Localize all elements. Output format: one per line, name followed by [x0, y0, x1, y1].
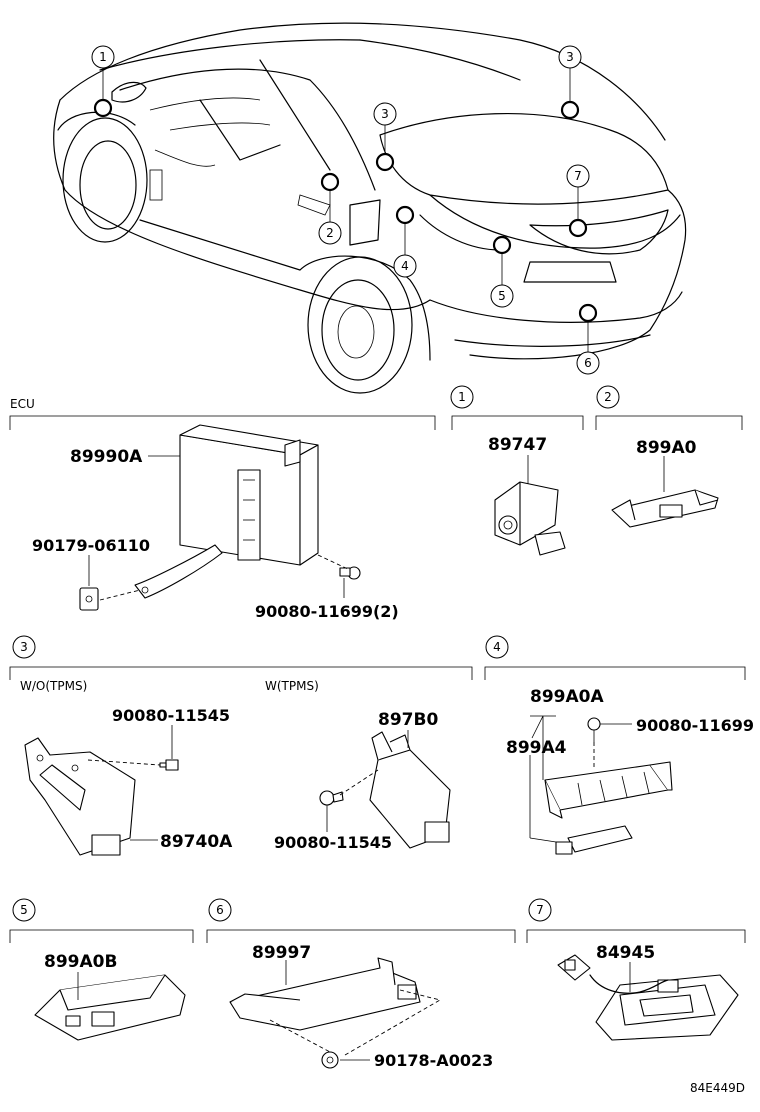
antenna-899A4	[555, 825, 633, 855]
part-number-897B0: 897B0	[378, 710, 438, 730]
callout-7: 7	[566, 164, 590, 188]
location-marker-4	[395, 205, 415, 225]
antenna-899A0A	[544, 761, 673, 819]
part-number-899A4: 899A4	[506, 738, 567, 758]
bolt-90080-11545-a	[159, 759, 179, 771]
callout-3a: 3	[373, 102, 397, 126]
sensor-89747	[494, 481, 566, 556]
callout-1: 1	[91, 45, 115, 69]
part-number-90080-11699: 90080-11699	[636, 716, 754, 735]
location-marker-2	[320, 172, 340, 192]
part-number-89740A: 89740A	[160, 832, 233, 852]
location-marker-1	[93, 98, 113, 118]
part-number-899A0B: 899A0B	[44, 952, 117, 972]
svg-text:1: 1	[99, 50, 107, 64]
section-ecu: ECU 89990A 9017	[9, 397, 436, 621]
svg-text:7: 7	[536, 903, 544, 917]
location-marker-3b	[560, 100, 580, 120]
svg-text:7: 7	[574, 169, 582, 183]
part-number-899A0A: 899A0A	[530, 687, 604, 707]
svg-text:6: 6	[216, 903, 224, 917]
callout-5: 5	[490, 284, 514, 308]
part-number-90080-11699-2: 90080-11699(2)	[255, 602, 399, 621]
location-marker-3a	[375, 152, 395, 172]
svg-text:1: 1	[458, 390, 466, 404]
variant-label-with-tpms: W(TPMS)	[265, 679, 319, 693]
section-3: 3 W/O(TPMS) W(TPMS) 90080-11545 89740A	[9, 635, 473, 856]
antenna-89997	[229, 957, 421, 1031]
front-wheel	[57, 111, 148, 243]
callout-6: 6	[576, 351, 600, 375]
part-number-90179-06110: 90179-06110	[32, 536, 150, 555]
location-marker-7	[568, 218, 588, 238]
clip-90178-A0023	[321, 1051, 339, 1069]
section-1: 1 89747	[450, 385, 584, 556]
location-marker-5	[492, 235, 512, 255]
part-number-84945: 84945	[596, 943, 655, 963]
section-6: 6 89997 90178-A0023	[206, 898, 516, 1070]
svg-text:5: 5	[20, 903, 28, 917]
sensor-899A0	[611, 489, 719, 528]
antenna-899A0B	[34, 974, 186, 1041]
part-number-90080-11545-b: 90080-11545	[274, 833, 392, 852]
svg-text:3: 3	[20, 640, 28, 654]
figure-code: 84E449D	[690, 1081, 745, 1095]
callout-3b: 3	[558, 45, 582, 69]
section-7: 7 84945	[526, 898, 746, 1041]
svg-text:6: 6	[584, 356, 592, 370]
receiver-897B0	[369, 731, 451, 849]
variant-label-without-tpms: W/O(TPMS)	[20, 679, 87, 693]
part-number-89997: 89997	[252, 943, 311, 963]
section-5: 5 899A0B	[9, 898, 194, 1041]
svg-text:4: 4	[493, 640, 501, 654]
receiver-89740A	[24, 737, 136, 856]
section-2: 2 899A0	[595, 385, 743, 528]
svg-text:3: 3	[381, 107, 389, 121]
callout-4: 4	[393, 254, 417, 278]
section-4: 4 899A0A 90080-11699 899A4	[484, 635, 754, 855]
clip-nut	[79, 587, 99, 611]
ecu-bolt	[339, 566, 361, 580]
vehicle-illustration: 1 2 3 3 4 5 6 7	[53, 22, 687, 394]
part-number-90080-11545-a: 90080-11545	[112, 706, 230, 725]
part-number-89747: 89747	[488, 435, 547, 455]
svg-text:3: 3	[566, 50, 574, 64]
callout-2: 2	[318, 221, 342, 245]
svg-text:4: 4	[401, 259, 409, 273]
switch-84945	[557, 954, 739, 1041]
part-number-89990A: 89990A	[70, 447, 143, 467]
rear-wheel	[299, 255, 431, 394]
svg-text:5: 5	[498, 289, 506, 303]
bolt-90080-11545-b	[319, 790, 344, 806]
part-number-899A0: 899A0	[636, 438, 697, 458]
location-marker-6	[578, 303, 598, 323]
part-number-90178-A0023: 90178-A0023	[374, 1051, 493, 1070]
svg-text:2: 2	[604, 390, 612, 404]
svg-text:2: 2	[326, 226, 334, 240]
section-ecu-title: ECU	[10, 397, 35, 411]
bolt-90080-11699	[587, 717, 601, 742]
ecu-unit	[179, 424, 319, 566]
